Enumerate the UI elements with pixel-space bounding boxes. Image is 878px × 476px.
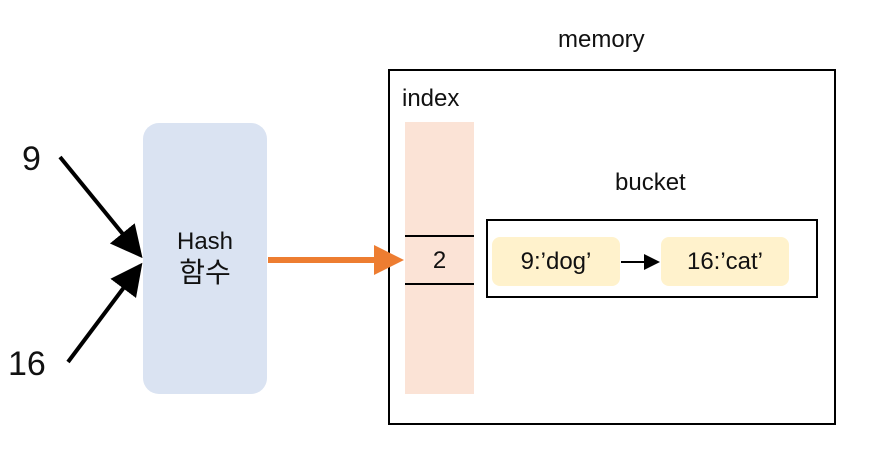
hash-function-label-line1: Hash (176, 227, 234, 255)
hash-function-label-line2: 함수 (179, 256, 231, 288)
index-slot-value: 2 (432, 247, 447, 274)
bucket-label: bucket (615, 169, 686, 196)
memory-label: memory (558, 26, 645, 53)
hash-function-box: Hash 함수 (143, 123, 267, 394)
bucket-entry-node: 16:’cat’ (661, 237, 789, 286)
input-key-16: 16 (8, 345, 46, 383)
input-16-arrow (66, 262, 143, 364)
index-slot-top-border (405, 235, 474, 237)
input-key-9: 9 (22, 140, 41, 178)
index-label: index (402, 85, 460, 112)
bucket-entry-node: 9:’dog’ (492, 237, 620, 286)
index-column (405, 122, 474, 394)
index-slot-bottom-border (405, 283, 474, 285)
input-9-arrow (58, 155, 143, 259)
bucket-box (486, 219, 818, 298)
